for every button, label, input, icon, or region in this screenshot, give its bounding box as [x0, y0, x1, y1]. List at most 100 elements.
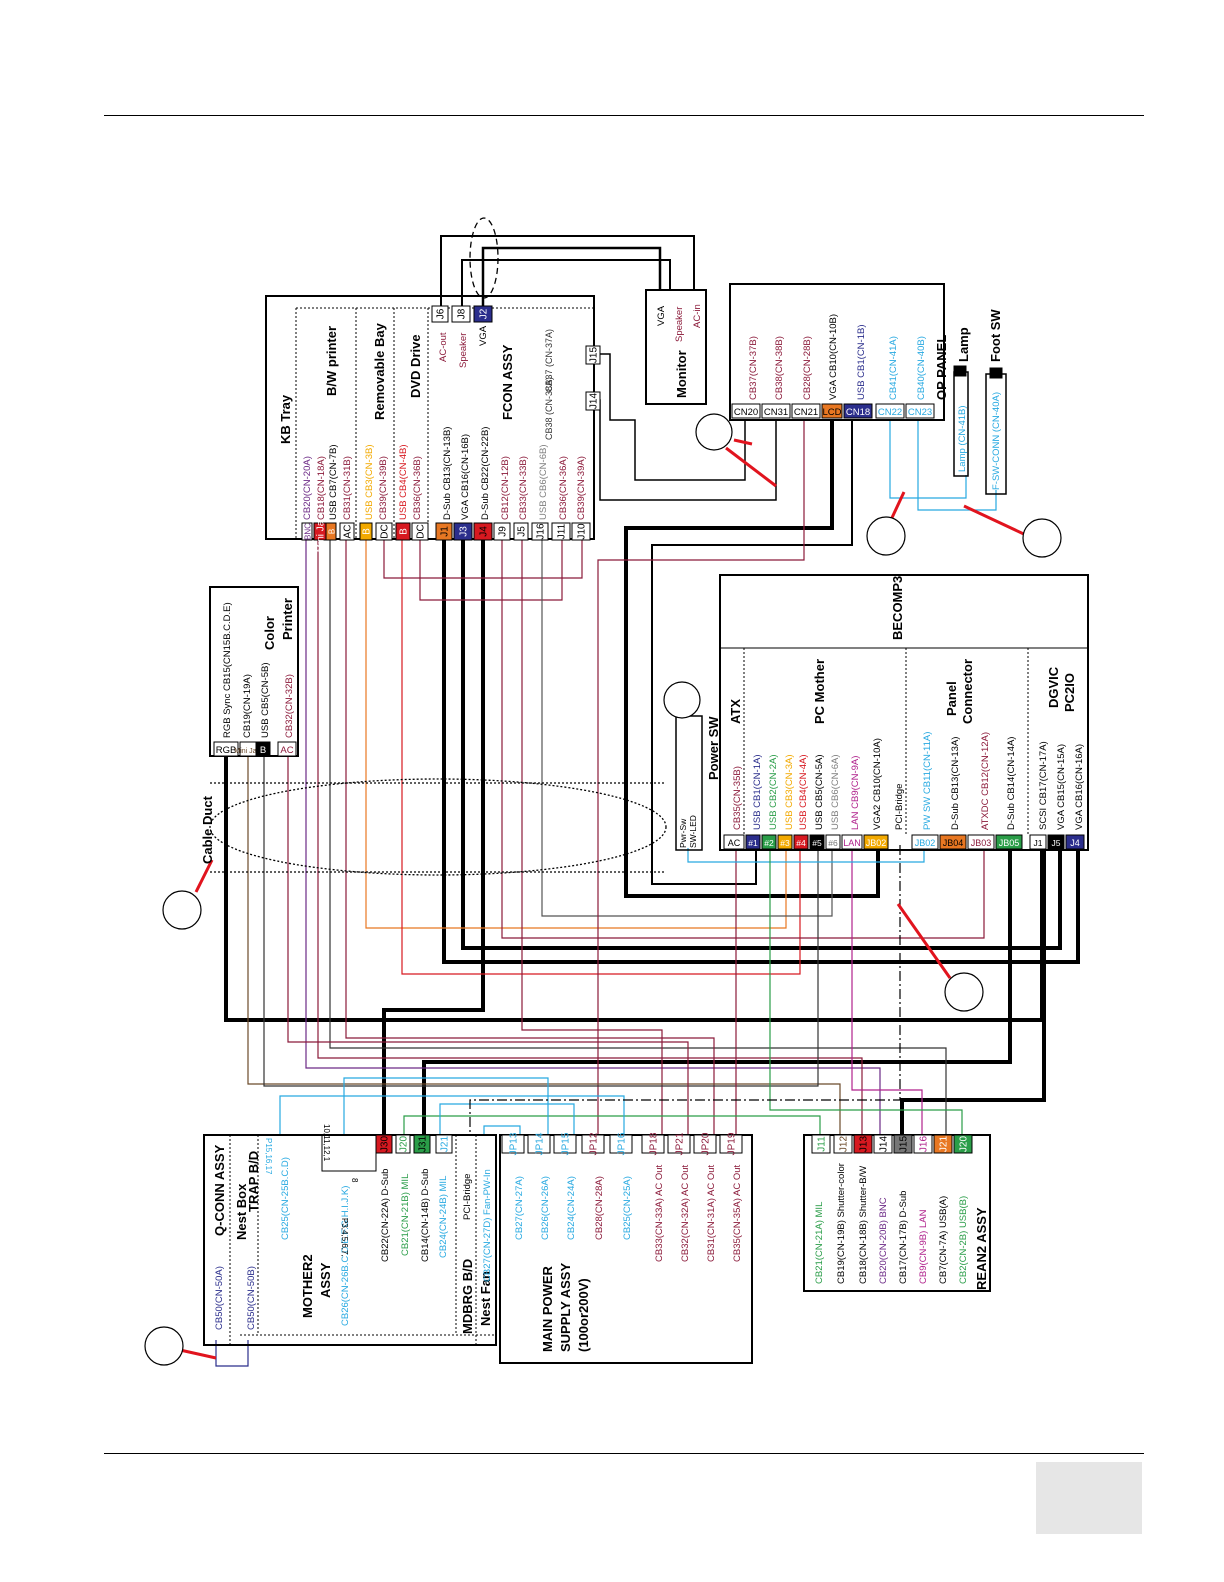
- q-conn-cable-label: CB14(CN-14B) D-Sub: [420, 1169, 431, 1262]
- port-label: AC: [343, 525, 354, 539]
- main-power-cable-label: CB24(CN-24A): [566, 1176, 577, 1240]
- pc-mother-title: PC Mother: [812, 659, 827, 724]
- wire-cb20-bnc: [305, 540, 881, 1135]
- port-label: J30: [380, 1136, 391, 1153]
- port-label: J16: [919, 1136, 930, 1153]
- wire-layer: [215, 235, 1080, 1367]
- dgvic-cable-label: SCSI CB17(CN-17A): [1038, 741, 1049, 830]
- port-label: J11: [817, 1136, 828, 1152]
- atx-title: ATX: [728, 699, 743, 724]
- port-label: J21: [939, 1136, 950, 1153]
- port-box: [325, 522, 337, 541]
- lamp-plug: [953, 365, 967, 377]
- wire-cb6-usb: [541, 540, 833, 917]
- wire-monitor-vga: [481, 246, 662, 308]
- port-box: [953, 1134, 973, 1154]
- port-label: J10: [577, 523, 588, 540]
- port-label: DC: [416, 524, 427, 538]
- port-box: [841, 834, 863, 850]
- pc-mother-cable-label: USB CB6(CN-6A): [830, 755, 841, 831]
- wire-cb3-usb: [365, 540, 787, 929]
- wire-cb40: [917, 420, 997, 511]
- main-power-title-2: SUPPLY ASSY: [558, 1263, 573, 1352]
- becomp3-port: LAN: [841, 834, 863, 850]
- port-label: JP13: [509, 1132, 520, 1155]
- kb-tray-port: AC: [339, 522, 355, 541]
- becomp3-port: #2: [761, 834, 777, 850]
- port-label: J1: [1034, 838, 1043, 848]
- callout-circle-1: [695, 413, 733, 451]
- mother2-title-2: ASSY: [318, 1262, 333, 1298]
- main-power-cable-label: CB32(CN-32A) AC Out: [680, 1164, 691, 1262]
- q-conn-port: J21: [435, 1134, 453, 1154]
- wire-pci-bridge: [469, 845, 901, 1135]
- port-label: JP14: [535, 1132, 546, 1155]
- wire-cb32: [287, 755, 689, 1135]
- port-box: [939, 834, 967, 850]
- port-label: J15: [899, 1136, 910, 1153]
- port-box: [413, 1134, 431, 1154]
- port-label: CN21: [794, 407, 818, 418]
- port-box: [213, 741, 239, 757]
- becomp3-port: #4: [793, 834, 809, 850]
- pc-mother-cable-label: USB CB5(CN-5A): [814, 755, 825, 831]
- kb-tray-cable-label: USB CB7(CN-7B): [328, 445, 339, 521]
- kb-tray-cable-label: CB36(CN-36B): [412, 456, 423, 520]
- port-label: LAN: [843, 838, 861, 848]
- fcon-speaker-label: Speaker: [458, 333, 469, 368]
- q-conn-cable-label: CB26(CN-26B.C.D.E.F.G.H.I.J.K): [340, 1186, 351, 1326]
- port-box: [667, 1134, 691, 1154]
- op-panel-box: [729, 283, 945, 421]
- main-power-cable-label: CB31(CN-31A) AC Out: [706, 1164, 717, 1262]
- kb-tray-port-j15: J15: [585, 345, 601, 365]
- port-label: B: [328, 529, 337, 534]
- port-box: [255, 741, 271, 757]
- port-label: JP16: [617, 1132, 628, 1155]
- rean2-port: J12: [833, 1134, 853, 1154]
- port-label: JP21: [675, 1132, 686, 1155]
- main-power-port: JP16: [609, 1132, 633, 1155]
- dgvic-title-2: PC2IO: [1062, 673, 1077, 712]
- becomp3-port: #5: [809, 834, 825, 850]
- color-printer-cable-label: CB19(CN-19A): [242, 674, 253, 738]
- port-label: J15: [589, 347, 600, 364]
- port-label: Mini Jack: [234, 748, 264, 755]
- port-box: [375, 522, 393, 541]
- color-printer-port: RGB: [213, 741, 239, 757]
- port-box: [585, 391, 601, 411]
- kb-tray-cable-label: USB CB4(CN-4B): [398, 445, 409, 521]
- port-label: J1: [440, 526, 451, 537]
- rean2-port: J11: [811, 1134, 831, 1154]
- rean2-cable-label: CB2(CN-2B) USB(B): [958, 1196, 969, 1284]
- wire-cb11: [687, 845, 925, 863]
- port-label: J3: [459, 526, 470, 537]
- wire-cb36: [419, 540, 563, 601]
- pc-mother-cable-label: USB CB3(CN-3A): [784, 755, 795, 831]
- mdbrg-title: MDBRG B/D: [460, 1259, 475, 1334]
- kb-tray-cable-label: CB39(CN-39A): [576, 456, 587, 520]
- becomp3-port: J4: [1065, 834, 1085, 850]
- becomp3-port: JB05: [995, 834, 1023, 850]
- kb-tray-port: DC: [375, 522, 393, 541]
- kb-tray-cable-label: D-Sub CB13(CN-13B): [442, 427, 453, 520]
- main-power-cable-label: CB28(CN-28A): [594, 1176, 605, 1240]
- wire-cb18-minijack: [317, 540, 863, 1135]
- port-box: [875, 403, 905, 419]
- kb-tray-port: J11: [551, 522, 571, 541]
- cb38-label: CB38 (CN-38A): [544, 377, 554, 440]
- port-box: [609, 1134, 633, 1154]
- port-label: RGB: [216, 745, 237, 756]
- wire-cb13-dsub: [442, 540, 1080, 964]
- port-label: #2: [764, 838, 774, 848]
- callout-circle-4: [663, 681, 701, 719]
- wire-cb2-usb: [769, 845, 963, 1135]
- callout-line-1b: [725, 446, 777, 488]
- port-box: [825, 834, 841, 850]
- port-label: J12: [839, 1136, 850, 1153]
- main-power-cable-label: CB33(CN-33A) AC Out: [654, 1164, 665, 1262]
- wire-cb39: [383, 540, 583, 579]
- port-label: J21: [440, 1136, 451, 1153]
- port-box: [585, 345, 601, 365]
- port-box: [375, 1134, 393, 1154]
- op-panel-port: CN31: [761, 403, 791, 419]
